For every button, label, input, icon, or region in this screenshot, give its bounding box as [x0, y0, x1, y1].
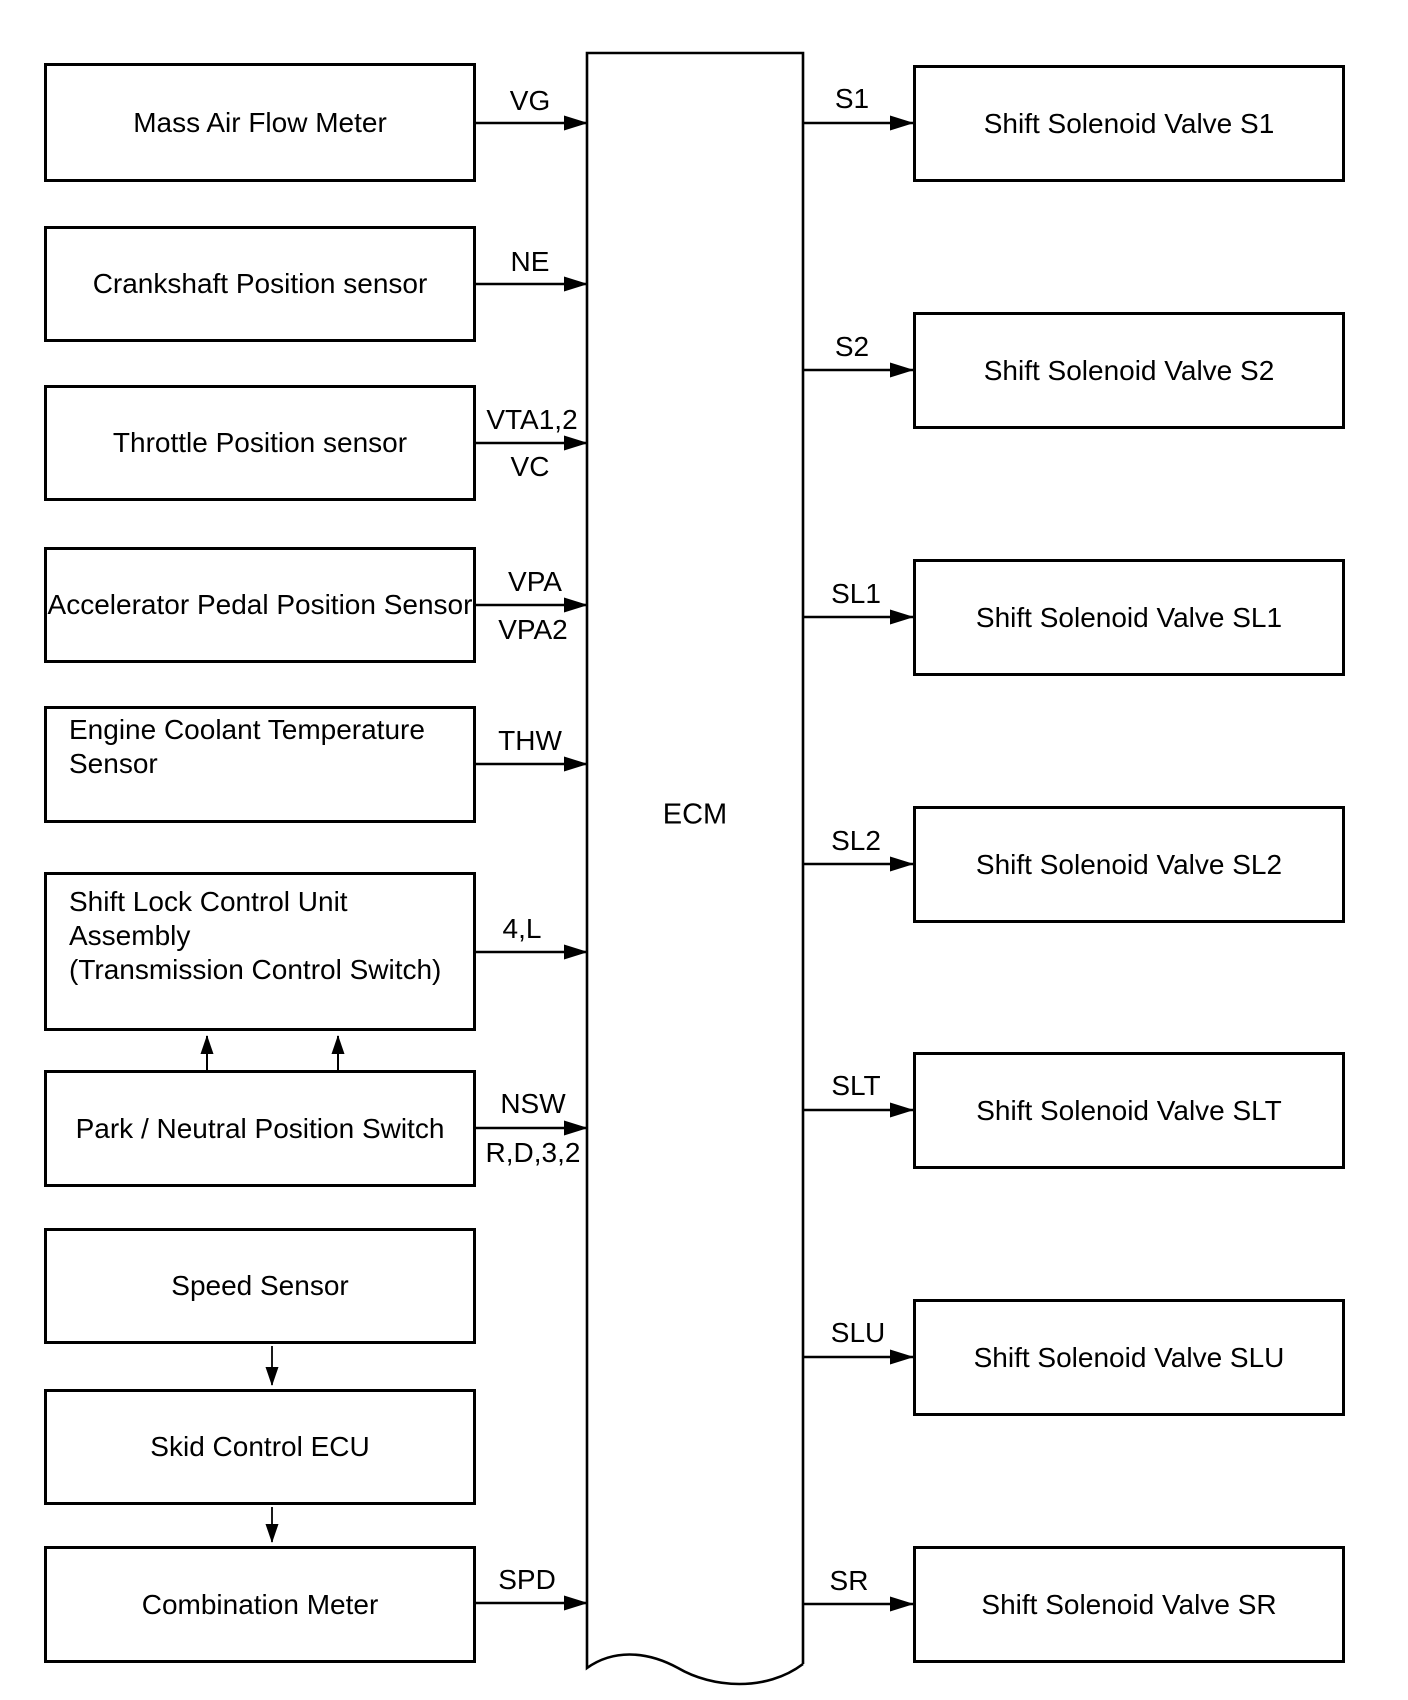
ecm-label: ECM [662, 798, 728, 831]
input-box-park-neutral-position-switch: Park / Neutral Position Switch [44, 1070, 476, 1187]
sl2-signal-label: SL2 [831, 825, 881, 856]
slt-signal-label: SLT [831, 1070, 881, 1101]
output-box-shift-solenoid-valve-sr: Shift Solenoid Valve SR [913, 1546, 1345, 1663]
vpa-signal-label: VPA [508, 566, 562, 597]
vpa2-signal-label: VPA2 [498, 614, 568, 645]
input-box-engine-coolant-temperature-sensor: Engine Coolant Temperature Sensor [44, 706, 476, 823]
park-neutral-up-arrows [200, 1035, 345, 1070]
4l-signal-label: 4,L [502, 913, 542, 944]
box-label: Speed Sensor [171, 1270, 349, 1301]
input-box-throttle-position-sensor: Throttle Position sensor [44, 385, 476, 501]
sr-signal-label: SR [829, 1565, 869, 1596]
box-label-line2: (Transmission Control Switch) [69, 954, 442, 985]
box-label: Throttle Position sensor [112, 427, 408, 458]
vg-signal-label: VG [509, 85, 551, 116]
box-label: Shift Solenoid Valve SR [981, 1588, 1277, 1620]
input-box-accelerator-pedal-position-sensor: Accelerator Pedal Position Sensor [44, 547, 476, 663]
box-label-line1: Shift Lock Control Unit Assembly [69, 886, 348, 951]
box-label: Park / Neutral Position Switch [75, 1112, 445, 1144]
output-box-shift-solenoid-valve-s1: Shift Solenoid Valve S1 [913, 65, 1345, 182]
box-label-line2: Sensor [69, 748, 158, 779]
ne-signal-label: NE [510, 246, 550, 277]
box-label-line1: Engine Coolant Temperature [69, 714, 425, 745]
output-box-shift-solenoid-valve-s2: Shift Solenoid Valve S2 [913, 312, 1345, 429]
sl1-signal-label: SL1 [831, 578, 881, 609]
box-label: Mass Air Flow Meter [133, 106, 387, 138]
input-arrows [476, 115, 588, 1611]
box-label: Crankshaft Position sensor [92, 268, 428, 299]
box-label: Shift Solenoid Valve SLT [976, 1094, 1282, 1126]
output-arrows [803, 115, 914, 1612]
output-box-shift-solenoid-valve-slt: Shift Solenoid Valve SLT [913, 1052, 1345, 1169]
slu-signal-label: SLU [830, 1317, 886, 1348]
box-label: Shift Solenoid Valve SLU [973, 1341, 1285, 1373]
box-label: Shift Solenoid Valve S2 [983, 354, 1275, 386]
rd32-signal-label: R,D,3,2 [485, 1137, 581, 1168]
box-label: Combination Meter [141, 1588, 379, 1620]
output-box-shift-solenoid-valve-slu: Shift Solenoid Valve SLU [913, 1299, 1345, 1416]
input-box-crankshaft-position-sensor: Crankshaft Position sensor [44, 226, 476, 342]
nsw-signal-label: NSW [500, 1088, 566, 1119]
input-box-speed-sensor: Speed Sensor [44, 1228, 476, 1344]
s1-signal-label: S1 [834, 83, 870, 114]
output-box-shift-solenoid-valve-sl2: Shift Solenoid Valve SL2 [913, 806, 1345, 923]
input-box-combination-meter: Combination Meter [44, 1546, 476, 1663]
s2-signal-label: S2 [834, 331, 870, 362]
input-box-shift-lock-control-unit-assembly: Shift Lock Control Unit Assembly (Transm… [44, 872, 476, 1031]
vta-signal-label: VTA1,2 [486, 404, 578, 435]
thw-signal-label: THW [498, 725, 562, 756]
spd-signal-label: SPD [498, 1564, 556, 1595]
vc-signal-label: VC [510, 451, 550, 482]
input-box-skid-control-ecu: Skid Control ECU [44, 1389, 476, 1505]
output-box-shift-solenoid-valve-sl1: Shift Solenoid Valve SL1 [913, 559, 1345, 676]
ecm-box-outline [585, 51, 805, 1686]
box-label: Shift Solenoid Valve SL2 [975, 848, 1283, 880]
box-label: Skid Control ECU [150, 1431, 370, 1462]
box-label: Shift Solenoid Valve S1 [983, 107, 1275, 139]
box-label: Accelerator Pedal Position Sensor [47, 589, 473, 620]
input-box-mass-air-flow-meter: Mass Air Flow Meter [44, 63, 476, 182]
box-label: Shift Solenoid Valve SL1 [975, 601, 1283, 633]
